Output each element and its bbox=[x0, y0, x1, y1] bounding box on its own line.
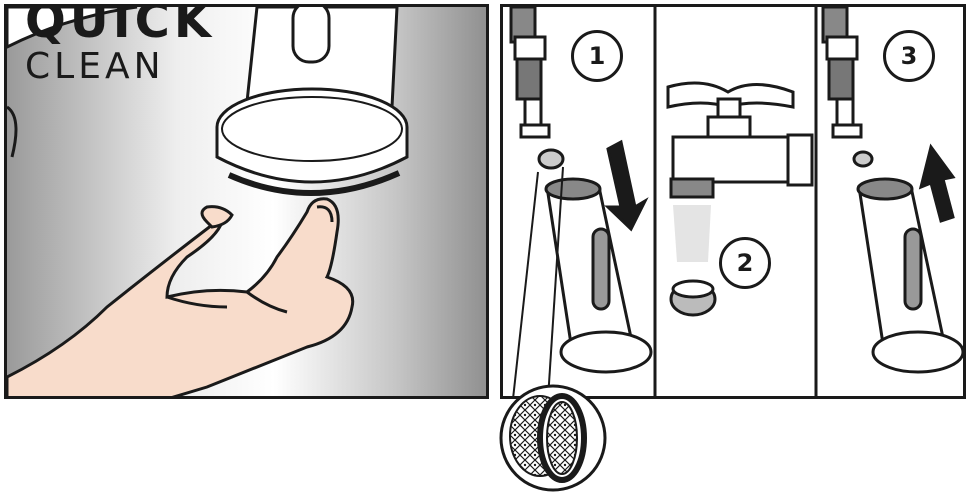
filter-screen-mesh bbox=[510, 396, 570, 476]
brand-line-quick: QUICK bbox=[25, 4, 215, 45]
steps-panel: 1 2 3 bbox=[500, 4, 966, 399]
magnifier-circle bbox=[501, 386, 605, 490]
step-3-badge: 3 bbox=[883, 30, 935, 82]
brand-line-clean: CLEAN bbox=[25, 49, 215, 85]
brand-logo: QUICK CLEAN bbox=[25, 4, 215, 85]
filter-screen-rim bbox=[540, 396, 584, 480]
step-2-badge: 2 bbox=[719, 237, 771, 289]
step-1-badge: 1 bbox=[571, 30, 623, 82]
hand-illustration-panel: QUICK CLEAN bbox=[4, 4, 489, 399]
